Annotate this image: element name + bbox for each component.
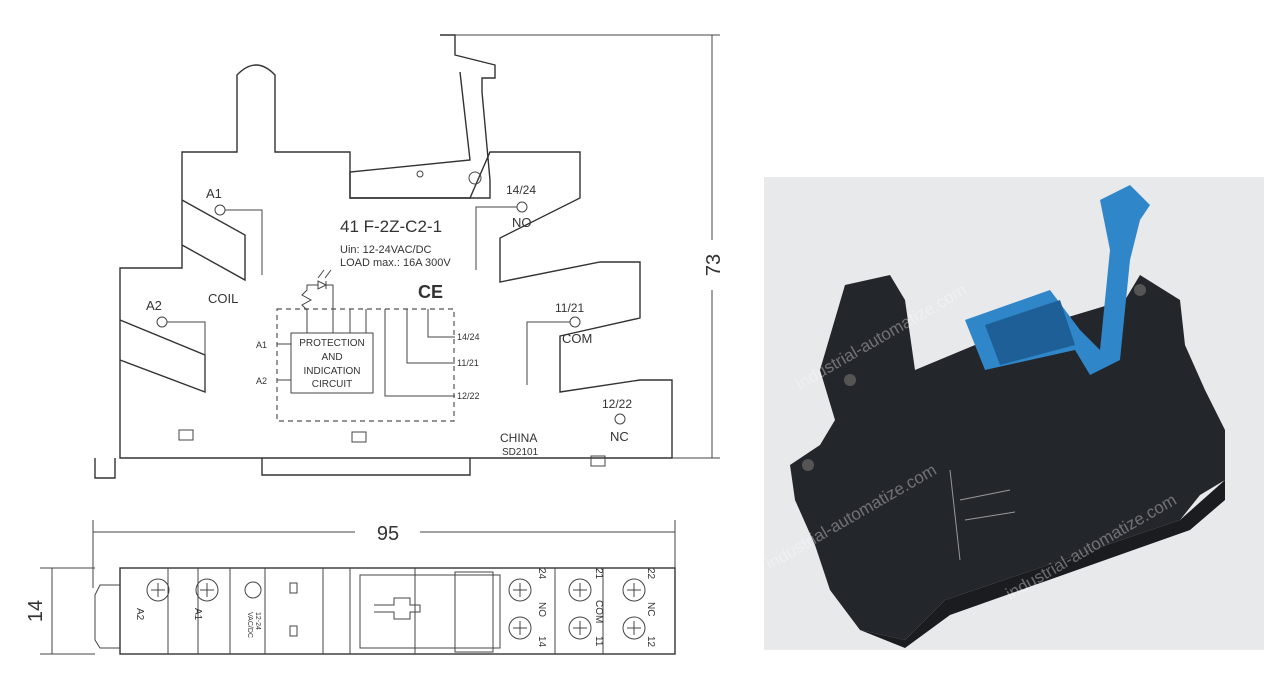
bottom-label-11: 11 xyxy=(593,636,604,647)
height-dimension-line xyxy=(455,34,720,459)
circuit-label: AND xyxy=(321,352,342,363)
front-view-drawing: A1 COIL A2 14/24 NO 11/21 COM 12/22 NC 4… xyxy=(94,34,725,479)
led-window-icon xyxy=(244,581,262,599)
bottom-label-no: NO xyxy=(536,602,547,617)
wire xyxy=(167,321,206,388)
din-clip xyxy=(94,458,471,479)
screw-icon xyxy=(568,616,592,640)
circuit-label: PROTECTION xyxy=(299,338,365,349)
label-no: NO xyxy=(512,215,532,230)
screw-icon xyxy=(802,459,814,471)
circuit-wires xyxy=(277,309,455,397)
bottom-label-nc: NC xyxy=(645,602,656,616)
bottom-label-com: COM xyxy=(593,600,604,623)
relay-pin-outline xyxy=(374,597,421,620)
depth-dimension-line xyxy=(40,567,95,655)
section-dividers xyxy=(94,568,604,654)
bottom-label-a1: A1 xyxy=(192,608,203,621)
screw-icon xyxy=(1134,284,1146,296)
terminal-a1-icon xyxy=(214,204,226,216)
clip-inner xyxy=(985,300,1075,365)
wire xyxy=(225,209,263,275)
label-com: COM xyxy=(562,331,592,346)
wire xyxy=(475,206,517,270)
label-no-number: 14/24 xyxy=(506,183,536,197)
circuit-label: INDICATION xyxy=(303,366,360,377)
label-nc: NC xyxy=(610,429,629,444)
load-rating: LOAD max.: 16A 300V xyxy=(340,257,451,269)
relay-socket-body xyxy=(790,275,1225,640)
bottom-voltage: 12-24 xyxy=(254,612,261,630)
label-nc-number: 12/22 xyxy=(602,397,632,411)
code-label: SD2101 xyxy=(502,447,539,458)
socket-top-outline xyxy=(119,567,676,655)
left-notch xyxy=(181,199,246,282)
terminal-a2-icon xyxy=(156,316,168,328)
terminal-no-icon xyxy=(516,201,528,213)
ce-mark: CE xyxy=(418,282,443,302)
bottom-voltage-type: VAC/DC xyxy=(246,612,253,638)
printed-circuit xyxy=(949,469,1016,561)
label-coil: COIL xyxy=(208,291,238,306)
depth-dimension: 14 xyxy=(25,600,47,622)
clip-hinge xyxy=(454,571,494,653)
screw-icon xyxy=(508,578,532,602)
bottom-label-a2: A2 xyxy=(134,608,145,621)
width-dimension: 95 xyxy=(377,523,399,545)
bottom-label-21: 21 xyxy=(593,568,604,580)
product-photo: industrial-automatize.com industrial-aut… xyxy=(763,177,1264,650)
circuit-output-14-24: 14/24 xyxy=(457,332,480,342)
led-indicator-icon xyxy=(301,269,334,333)
slot-icon xyxy=(351,431,367,443)
screw-terminals xyxy=(146,578,646,640)
screw-icon xyxy=(568,578,592,602)
circuit-input-a2: A2 xyxy=(256,376,267,386)
model-number: 41 F-2Z-C2-1 xyxy=(340,217,442,236)
lever-pivot-icon xyxy=(468,171,482,185)
release-lever xyxy=(349,34,496,199)
circuit-output-11-21: 11/21 xyxy=(457,358,479,368)
bottom-label-12: 12 xyxy=(645,636,656,648)
lever-pin-icon xyxy=(416,170,424,178)
terminal-nc-icon xyxy=(614,413,626,425)
screw-icon xyxy=(622,578,646,602)
screw-icon xyxy=(195,578,219,602)
circuit-label: CIRCUIT xyxy=(312,379,353,390)
top-view-drawing: 95 14 A2 A1 12-24 VAC/DC NO 24 xyxy=(25,520,676,655)
screw-icon xyxy=(508,616,532,640)
protection-circuit-box xyxy=(290,332,374,394)
width-dimension-line xyxy=(92,520,676,588)
slot-icon xyxy=(289,625,298,637)
circuit-boundary xyxy=(276,308,455,422)
wire xyxy=(526,321,570,385)
screw-icon xyxy=(622,616,646,640)
slot-icon xyxy=(590,455,606,467)
circuit-output-12-22: 12/22 xyxy=(457,391,480,401)
label-com-number: 11/21 xyxy=(555,301,584,315)
voltage-rating: Uin: 12-24VAC/DC xyxy=(340,244,432,256)
terminal-com-icon xyxy=(569,316,581,328)
bottom-label-14: 14 xyxy=(536,636,547,648)
bottom-label-24: 24 xyxy=(536,568,547,580)
label-a1: A1 xyxy=(206,186,222,201)
left-notch-lower xyxy=(119,319,206,394)
bottom-label-22: 22 xyxy=(645,568,656,580)
screw-icon xyxy=(844,374,856,386)
circuit-input-a1: A1 xyxy=(256,340,267,350)
socket-base-shadow xyxy=(860,480,1225,648)
relay-cavity xyxy=(359,574,501,649)
height-dimension: 73 xyxy=(703,254,725,276)
label-a2: A2 xyxy=(146,298,162,313)
slot-icon xyxy=(178,429,194,441)
origin-label: CHINA xyxy=(500,431,537,445)
screw-icon xyxy=(146,578,170,602)
slot-icon xyxy=(289,582,298,594)
screw-slots xyxy=(151,583,641,635)
